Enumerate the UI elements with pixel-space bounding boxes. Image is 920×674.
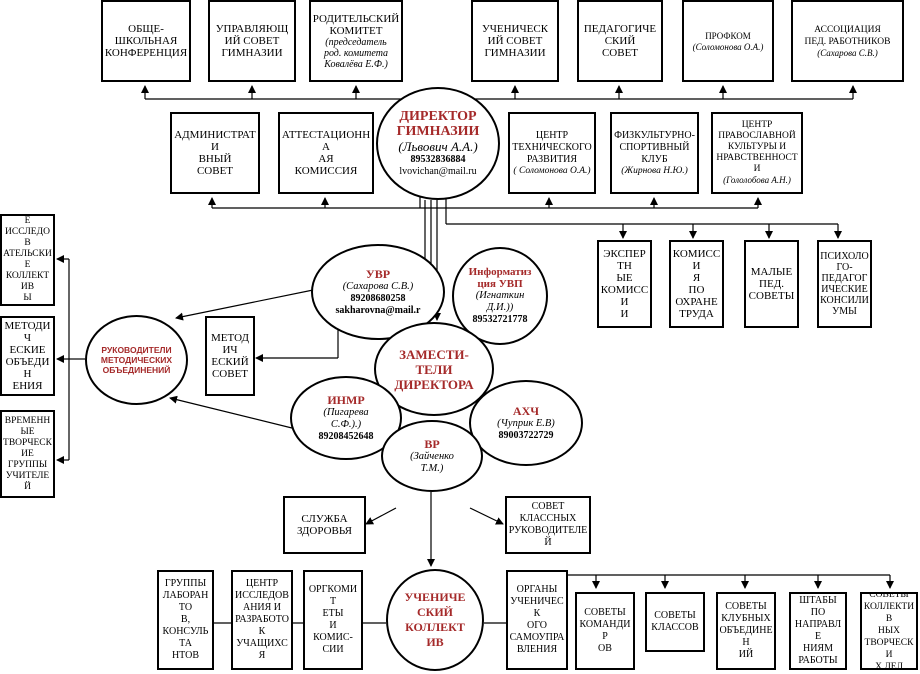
director-email: lvovichan@mail.ru xyxy=(399,166,477,177)
uvr-email: sakharovna@mail.r xyxy=(335,305,421,316)
box-title: АССОЦИАЦИЯ ПЕД. РАБОТНИКОВ xyxy=(804,24,891,47)
box-title: РОДИТЕЛЬСКИЙ КОМИТЕТ xyxy=(312,12,400,37)
circle-rukovoditeli-mo: РУКОВОДИТЕЛИ МЕТОДИЧЕСКИХ ОБЪЕДИНЕНИЙ xyxy=(85,315,188,405)
circle-akhch: АХЧ (Чуприк Е.В) 89003722729 xyxy=(469,380,583,466)
inmr-name: (Пигарева С.Ф.).) xyxy=(323,407,369,430)
informatizatsiya-name: (Игнаткин Д.И.)) xyxy=(475,290,525,313)
box-title: УПРАВЛЯЮЩ ИЙ СОВЕТ ГИМНАЗИИ xyxy=(215,23,289,59)
box-ekspertnye-komissii: ЭКСПЕРТН ЫЕ КОМИССИ И xyxy=(597,240,652,328)
akhch-name: (Чуприк Е.В) xyxy=(497,418,555,429)
box-title: ГРУППЫ ЛАБОРАНТО В, КОНСУЛЬТА НТОВ xyxy=(162,578,209,661)
box-roditelskiy-komitet: РОДИТЕЛЬСКИЙ КОМИТЕТ(председатель род. к… xyxy=(309,0,403,82)
box-metodicheskie-obedineniya: МЕТОДИЧ ЕСКИЕ ОБЪЕДИН ЕНИЯ xyxy=(0,316,55,396)
zamestiteli-title: ЗАМЕСТИ- ТЕЛИ ДИРЕКТОРА xyxy=(394,346,474,392)
box-komissiya-po-okhrane-truda: КОМИССИ Я ПО ОХРАНЕ ТРУДА xyxy=(669,240,724,328)
box-sovety-komandirov: СОВЕТЫ КОМАНДИР ОВ xyxy=(575,592,635,670)
box-assotsiatsiya-ped-rabotnikov: АССОЦИАЦИЯ ПЕД. РАБОТНИКОВ(Сахарова С.В.… xyxy=(791,0,904,82)
box-title: СОВЕТЫ КЛУБНЫХ ОБЪЕДИНЕН ИЙ xyxy=(719,601,773,660)
box-uchenicheskiy-sovet: УЧЕНИЧЕСК ИЙ СОВЕТ ГИМНАЗИИ xyxy=(471,0,559,82)
box-title: АДМИНИСТРАТИ ВНЫЙ СОВЕТ xyxy=(174,129,256,177)
box-malye-ped-sovety: МАЛЫЕ ПЕД. СОВЕТЫ xyxy=(744,240,799,328)
box-upravlyayushchiy-sovet: УПРАВЛЯЮЩ ИЙ СОВЕТ ГИМНАЗИИ xyxy=(208,0,296,82)
box-title: МЕТОДИЧ ЕСКИЙ СОВЕТ xyxy=(211,332,249,380)
box-tsentr-issledovaniya: ЦЕНТР ИССЛЕДОВ АНИЯ И РАЗРАБОТО К УЧАЩИХ… xyxy=(231,570,293,670)
box-title: ОРГКОМИТ ЕТЫ И КОМИС- СИИ xyxy=(308,584,358,655)
box-fizkulturno-sportivnyy-klub: ФИЗКУЛЬТУРНО- СПОРТИВНЫЙ КЛУБ(Жирнова Н.… xyxy=(610,112,699,194)
box-subtitle: (Гололобова А.Н.) xyxy=(723,175,791,185)
box-title: СОВЕТЫ КОЛЛЕКТИВ НЫХ ТВОРЧЕСКИ Х ДЕЛ xyxy=(863,592,915,670)
box-title: ШТАБЫ ПО НАПРАВЛЕ НИЯМ РАБОТЫ xyxy=(794,595,842,666)
director-phone: 89532836884 xyxy=(410,154,466,165)
box-sovet-klassnykh-rukovoditeley: СОВЕТ КЛАССНЫХ РУКОВОДИТЕЛЕЙ xyxy=(505,496,591,554)
circle-director: ДИРЕКТОР ГИМНАЗИИ (Львович А.А.) 8953283… xyxy=(376,87,500,200)
circle-informatizatsiya: Информатиз ция УВП (Игнаткин Д.И.)) 8953… xyxy=(452,247,548,345)
inmr-phone: 89208452648 xyxy=(318,431,374,442)
vr-name: (Зайченко Т.М.) xyxy=(410,451,454,474)
box-title: СОВЕТ КЛАССНЫХ РУКОВОДИТЕЛЕЙ xyxy=(508,501,588,548)
box-title: ЦЕНТР ТЕХНИЧЕСКОГО РАЗВИТИЯ xyxy=(512,129,592,165)
box-pedagogicheskiy-sovet: ПЕДАГОГИЧЕ СКИЙ СОВЕТ xyxy=(577,0,663,82)
circle-uchenicheskiy-kollektiv: УЧЕНИЧЕ СКИЙ КОЛЛЕКТ ИВ xyxy=(386,569,484,671)
akhch-phone: 89003722729 xyxy=(498,430,554,441)
circle-zamestiteli: ЗАМЕСТИ- ТЕЛИ ДИРЕКТОРА xyxy=(374,322,494,416)
box-orgkomitety-i-komissii: ОРГКОМИТ ЕТЫ И КОМИС- СИИ xyxy=(303,570,363,670)
box-shtaby-po-napravleniyam: ШТАБЫ ПО НАПРАВЛЕ НИЯМ РАБОТЫ xyxy=(789,592,847,670)
box-title: ПСИХОЛО ГО- ПЕДАГОГ ИЧЕСКИЕ КОНСИЛИ УМЫ xyxy=(820,251,869,317)
box-title: ВРЕМЕНН ЫЕ ТВОРЧЕСК ИЕ ГРУППЫ УЧИТЕЛЕЙ xyxy=(3,415,52,492)
box-title: УЧЕНИЧЕСК ИЙ СОВЕТ ГИМНАЗИИ xyxy=(481,23,549,59)
box-subtitle: (Жирнова Н.Ю.) xyxy=(621,165,688,176)
box-sovety-klassov: СОВЕТЫ КЛАССОВ xyxy=(645,592,705,652)
director-title: ДИРЕКТОР ГИМНАЗИИ xyxy=(396,109,480,139)
uchenicheskiy-kollektiv-title: УЧЕНИЧЕ СКИЙ КОЛЛЕКТ ИВ xyxy=(404,590,466,649)
informatizatsiya-title: Информатиз ция УВП xyxy=(468,266,532,290)
inmr-title: ИНМР xyxy=(327,393,365,407)
box-tsentr-pravoslavnoy-kultury: ЦЕНТР ПРАВОСЛАВНОЙ КУЛЬТУРЫ И НРАВСТВЕНН… xyxy=(711,112,803,194)
director-name: (Львович А.А.) xyxy=(398,139,478,154)
box-subtitle: (председатель род. комитета Ковалёва Е.Ф… xyxy=(323,36,389,70)
rukovoditeli-mo-title: РУКОВОДИТЕЛИ МЕТОДИЧЕСКИХ ОБЪЕДИНЕНИЙ xyxy=(100,345,173,375)
box-obshcheshkolnaya-konferentsiya: ОБЩЕ- ШКОЛЬНАЯ КОНФЕРЕНЦИЯ xyxy=(101,0,191,82)
box-subtitle: ( Соломонова О.А.) xyxy=(513,165,591,176)
box-metodicheskiy-sovet: МЕТОДИЧ ЕСКИЙ СОВЕТ xyxy=(205,316,255,396)
box-psikhologo-pedagogicheskie-konsiliumy: ПСИХОЛО ГО- ПЕДАГОГ ИЧЕСКИЕ КОНСИЛИ УМЫ xyxy=(817,240,872,328)
box-sovety-kollektivnykh-tvorcheskikh-del: СОВЕТЫ КОЛЛЕКТИВ НЫХ ТВОРЧЕСКИ Х ДЕЛ xyxy=(860,592,918,670)
circle-vr: ВР (Зайченко Т.М.) xyxy=(381,420,483,492)
informatizatsiya-phone: 89532721778 xyxy=(472,314,528,325)
box-title: ЭКСПЕРТН ЫЕ КОМИССИ И xyxy=(600,248,649,320)
box-title: ОБЩЕ- ШКОЛЬНАЯ КОНФЕРЕНЦИЯ xyxy=(104,23,188,59)
box-administrativnyy-sovet: АДМИНИСТРАТИ ВНЫЙ СОВЕТ xyxy=(170,112,260,194)
box-attestatsionnaya-komissiya: АТТЕСТАЦИОННА АЯ КОМИССИЯ xyxy=(278,112,374,194)
box-organy-samoupravleniya: ОРГАНЫ УЧЕНИЧЕСК ОГО САМОУПРА ВЛЕНИЯ xyxy=(506,570,568,670)
box-title: ЦЕНТР ПРАВОСЛАВНОЙ КУЛЬТУРЫ И НРАВСТВЕНН… xyxy=(716,120,798,174)
box-subtitle: (Сахарова С.В.) xyxy=(817,47,878,58)
box-profkom: ПРОФКОМ(Соломонова О.А.) xyxy=(682,0,774,82)
uvr-phone: 89208680258 xyxy=(350,293,406,304)
box-title: ЦЕНТР ИССЛЕДОВ АНИЯ И РАЗРАБОТО К УЧАЩИХ… xyxy=(235,578,289,661)
akhch-title: АХЧ xyxy=(512,404,540,418)
vr-title: ВР xyxy=(424,437,440,451)
box-subtitle: (Соломонова О.А.) xyxy=(692,41,764,52)
box-gruppy-laborantov: ГРУППЫ ЛАБОРАНТО В, КОНСУЛЬТА НТОВ xyxy=(157,570,214,670)
uvr-title: УВР xyxy=(365,267,391,281)
box-sluzhba-zdorovya: СЛУЖБА ЗДОРОВЬЯ xyxy=(283,496,366,554)
uvr-name: (Сахарова С.В.) xyxy=(342,281,414,292)
box-tsentr-tekhnicheskogo-razvitiya: ЦЕНТР ТЕХНИЧЕСКОГО РАЗВИТИЯ( Соломонова … xyxy=(508,112,596,194)
box-vremennye-tvorcheskie-gruppy: ВРЕМЕНН ЫЕ ТВОРЧЕСК ИЕ ГРУППЫ УЧИТЕЛЕЙ xyxy=(0,410,55,498)
box-title: СЛУЖБА ЗДОРОВЬЯ xyxy=(297,513,352,537)
box-title: ПРОФКОМ xyxy=(705,30,751,41)
box-title: КОМИССИ Я ПО ОХРАНЕ ТРУДА xyxy=(672,248,721,320)
box-title: МЕТОДИЧ ЕСКИЕ ОБЪЕДИН ЕНИЯ xyxy=(4,320,51,392)
box-title: МАЛЫЕ ПЕД. СОВЕТЫ xyxy=(748,266,795,302)
box-title: ПЕДАГОГИЧЕ СКИЙ СОВЕТ xyxy=(583,23,657,59)
box-title: ФИЗКУЛЬТУРНО- СПОРТИВНЫЙ КЛУБ xyxy=(614,129,695,165)
box-sovety-klubnykh-obedineniy: СОВЕТЫ КЛУБНЫХ ОБЪЕДИНЕН ИЙ xyxy=(716,592,776,670)
box-title: СОВЕТЫ КОМАНДИР ОВ xyxy=(579,607,631,654)
box-title: АТТЕСТАЦИОННА АЯ КОМИССИЯ xyxy=(281,129,371,177)
box-title: СОВЕТЫ КЛАССОВ xyxy=(651,610,699,633)
box-title: ОРГАНЫ УЧЕНИЧЕСК ОГО САМОУПРА ВЛЕНИЯ xyxy=(509,584,565,655)
